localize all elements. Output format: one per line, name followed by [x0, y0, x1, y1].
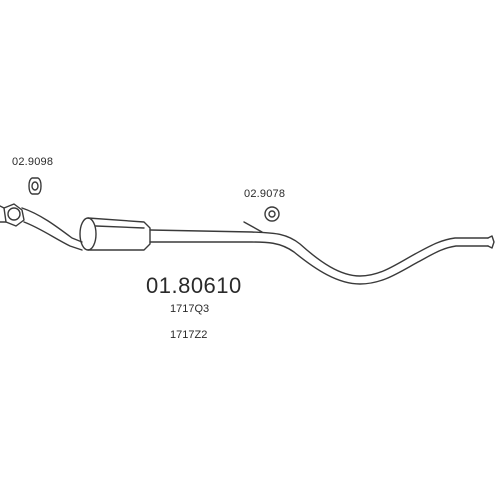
- pipe-clamp-icon: [28, 177, 42, 195]
- middle-pipe: [149, 229, 495, 285]
- hanger-pin: [243, 221, 263, 233]
- gasket-ring-icon: [264, 206, 280, 222]
- oem-reference-2: 1717Z2: [170, 329, 208, 341]
- oem-reference-1: 1717Q3: [170, 303, 210, 315]
- muffler: [79, 217, 151, 251]
- front-flange: [0, 203, 25, 227]
- front-pipe: [21, 207, 83, 251]
- main-part-number: 01.80610: [146, 273, 242, 298]
- gasket-part-number-right: 02.9078: [244, 188, 286, 200]
- clamp-part-number-left: 02.9098: [12, 156, 54, 168]
